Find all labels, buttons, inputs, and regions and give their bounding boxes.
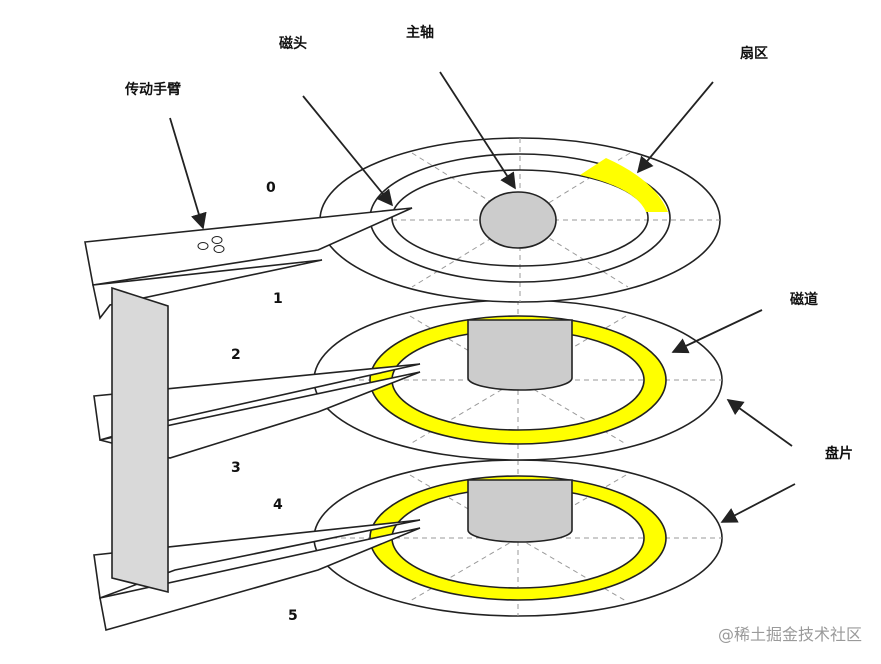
arrow-icon xyxy=(720,483,796,523)
actuator-post xyxy=(111,286,169,594)
arrow-icon xyxy=(302,95,394,207)
label-sector: 扇区 xyxy=(740,45,768,62)
label-arrows xyxy=(169,71,796,523)
spindle-hub xyxy=(479,191,557,249)
arrow-icon xyxy=(439,71,516,190)
arrow-icon xyxy=(169,117,207,230)
label-spindle: 主轴 xyxy=(406,24,434,41)
head-arm-0 xyxy=(84,207,413,286)
pivot-hole-icon xyxy=(211,236,223,244)
label-head: 磁头 xyxy=(279,35,307,52)
surface-number-4: 4 xyxy=(273,497,283,513)
sector-highlight xyxy=(580,158,668,212)
platter-middle xyxy=(313,299,723,461)
head-arm-1 xyxy=(92,259,323,320)
track-ring-middle xyxy=(369,315,667,445)
surface-number-1: 1 xyxy=(273,291,283,307)
pivot-hole-icon xyxy=(213,245,225,253)
surface-number-5: 5 xyxy=(288,608,298,624)
arrow-icon xyxy=(636,81,714,174)
watermark: @稀土掘金技术社区 xyxy=(718,625,862,644)
platter-top xyxy=(319,137,721,303)
surface-number-3: 3 xyxy=(231,460,241,476)
track-inner-top xyxy=(391,169,649,267)
surface-number-2: 2 xyxy=(231,347,241,363)
spindle-lower-segment xyxy=(467,479,573,543)
head-arm-5 xyxy=(99,527,421,632)
label-track: 磁道 xyxy=(790,291,818,308)
label-platter: 盘片 xyxy=(825,445,853,462)
pivot-hole-icon xyxy=(197,242,209,250)
label-actuator-arm: 传动手臂 xyxy=(124,81,181,98)
track-ring-bottom xyxy=(369,475,667,601)
arrow-icon xyxy=(671,309,763,354)
surface-number-0: 0 xyxy=(266,180,276,196)
arrow-icon xyxy=(726,399,793,447)
spindle-middle-segment xyxy=(467,319,573,391)
